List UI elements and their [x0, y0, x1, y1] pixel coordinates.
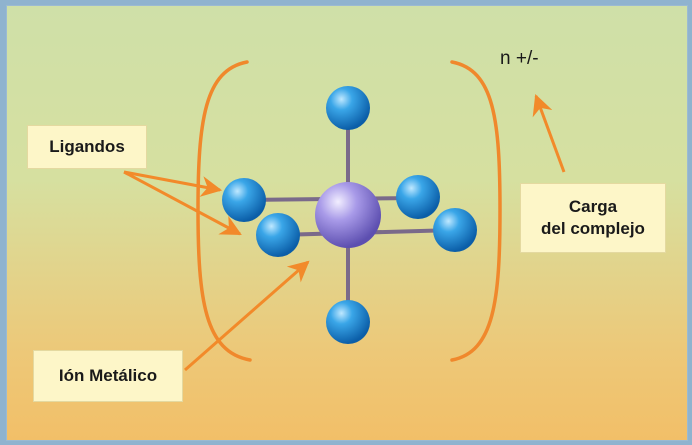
arrows: [123, 94, 566, 372]
arrow-icon: [184, 260, 310, 372]
ligand-sphere-icon: [396, 175, 440, 219]
arrow-icon: [532, 94, 566, 173]
metal-ion-sphere-icon: [315, 182, 381, 248]
ligandos-label-text: Ligandos: [49, 137, 125, 156]
ion-metalico-label: Ión Metálico: [33, 350, 183, 402]
ligand-sphere-icon: [433, 208, 477, 252]
ligand-sphere-icon: [326, 86, 370, 130]
carga-line1: Carga: [568, 197, 618, 216]
ligand-sphere-icon: [326, 300, 370, 344]
carga-line2: del complejo: [541, 219, 645, 238]
carga-del-complejo-label: Carga del complejo: [520, 183, 666, 253]
arrow-icon: [123, 170, 223, 197]
ligandos-label: Ligandos: [27, 125, 147, 169]
charge-notation: n +/-: [500, 48, 539, 69]
ligand-sphere-icon: [256, 213, 300, 257]
ion-metalico-label-text: Ión Metálico: [58, 366, 158, 385]
right-bracket: [450, 60, 502, 362]
arrow-icon: [123, 170, 242, 236]
ligand-sphere-icon: [222, 178, 266, 222]
